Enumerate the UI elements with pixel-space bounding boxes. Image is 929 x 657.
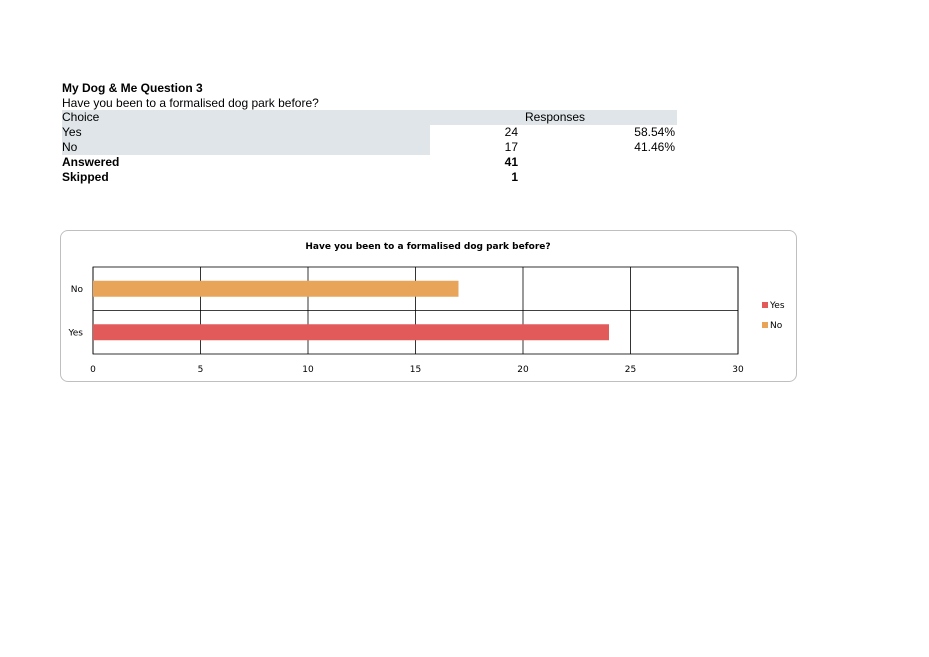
header-shade [62,110,677,125]
x-tick-label: 10 [302,365,314,375]
skipped-value: 1 [511,170,518,184]
bar-yes [93,324,609,341]
x-tick-label: 20 [517,365,529,375]
bar-no [93,280,459,297]
row-no-percent: 41.46% [634,140,675,154]
answered-value: 41 [504,155,518,169]
answered-label: Answered [62,155,120,169]
row-yes-percent: 58.54% [634,125,675,139]
x-tick-label: 15 [410,365,421,375]
x-tick-label: 5 [198,365,204,375]
chart-title: Have you been to a formalised dog park b… [305,242,550,252]
legend-label: No [770,321,783,331]
y-category-label: Yes [67,328,83,338]
legend-label: Yes [769,301,785,311]
row-yes-count: 24 [504,125,518,139]
row-yes-choice: Yes [62,125,82,139]
legend-swatch [762,322,768,328]
report-title: My Dog & Me Question 3 [62,81,203,95]
chart-frame: Have you been to a formalised dog park b… [60,230,797,382]
x-tick-label: 25 [625,365,636,375]
row-no-choice: No [62,140,78,154]
header-responses: Responses [525,110,586,124]
header-choice: Choice [62,110,100,124]
row-no-count: 17 [504,140,518,154]
bar-chart: Have you been to a formalised dog park b… [67,242,785,375]
skipped-label: Skipped [62,170,109,184]
x-tick-label: 30 [732,365,744,375]
choice-shade [62,125,430,155]
x-tick-label: 0 [90,365,96,375]
question-text: Have you been to a formalised dog park b… [62,96,319,110]
y-category-label: No [71,285,84,295]
legend-swatch [762,302,768,308]
